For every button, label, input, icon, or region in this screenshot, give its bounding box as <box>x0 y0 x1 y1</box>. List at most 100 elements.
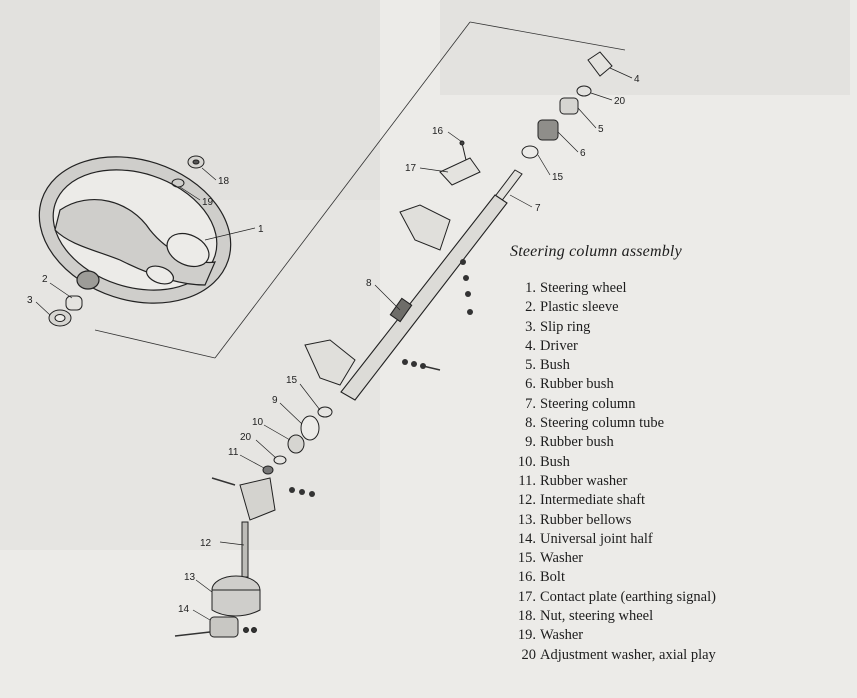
callout-20: 20 <box>614 96 626 107</box>
legend-item: 4.Driver <box>510 337 850 356</box>
legend-label: Washer <box>540 627 584 644</box>
legend-item: 8.Steering column tube <box>510 414 850 433</box>
mounting-bracket <box>304 204 451 386</box>
legend-num: 16. <box>517 569 536 586</box>
callout-8: 8 <box>366 278 372 289</box>
callout-3: 3 <box>27 295 33 306</box>
legend-num: 12. <box>517 492 536 509</box>
legend-label: Plastic sleeve <box>540 299 619 316</box>
callout-9: 9 <box>272 395 278 406</box>
legend-num: 9. <box>525 434 536 451</box>
steering-wheel <box>38 156 232 304</box>
legend-num: 17. <box>517 588 536 605</box>
bush-lower <box>287 434 305 454</box>
legend-item: 7.Steering column <box>510 395 850 414</box>
legend-item: 11.Rubber washer <box>510 472 850 491</box>
legend-num: 7. <box>525 395 536 412</box>
legend-label: Rubber bush <box>540 376 614 393</box>
callout-18: 18 <box>218 176 230 187</box>
bleed-block <box>440 0 850 95</box>
adjustment-washer <box>576 85 592 97</box>
plastic-sleeve <box>65 295 83 311</box>
bleed-block <box>0 0 380 200</box>
legend-item: 14.Universal joint half <box>510 530 850 549</box>
legend-label: Rubber washer <box>540 472 628 489</box>
steering-wheel-nut <box>187 155 205 169</box>
legend-item: 1.Steering wheel <box>510 279 850 298</box>
callout-12: 12 <box>200 538 212 549</box>
callout-leaders <box>35 67 633 621</box>
legend-label: Adjustment washer, axial play <box>540 646 716 663</box>
legend-num: 20 <box>521 646 537 663</box>
legend-item: 13.Rubber bellows <box>510 511 850 530</box>
legend-num: 18. <box>517 608 536 625</box>
legend-label: Nut, steering wheel <box>540 608 654 625</box>
exploded-guide-lines <box>94 21 626 359</box>
legend: Steering column assembly 1.Steering whee… <box>510 243 850 665</box>
callout-16: 16 <box>432 126 444 137</box>
driver <box>587 51 613 77</box>
legend-item: 18.Nut, steering wheel <box>510 607 850 626</box>
legend-item: 2.Plastic sleeve <box>510 298 850 317</box>
legend-num: 10. <box>517 453 536 470</box>
washer-lower <box>273 406 333 465</box>
legend-num: 4. <box>525 337 536 354</box>
legend-label: Bolt <box>540 569 565 586</box>
callout-1: 1 <box>258 224 264 235</box>
legend-item: 19.Washer <box>510 626 850 645</box>
rubber-bush-lower <box>300 415 320 441</box>
legend-label: Slip ring <box>540 318 591 335</box>
legend-item: 3.Slip ring <box>510 318 850 337</box>
rubber-bellows <box>211 575 261 617</box>
legend-label: Bush <box>540 357 570 374</box>
callout-10: 10 <box>252 417 264 428</box>
legend-item: 10.Bush <box>510 453 850 472</box>
legend-label: Driver <box>540 337 578 354</box>
callout-4: 4 <box>634 74 640 85</box>
washer <box>171 178 185 188</box>
fastener-bolts <box>211 477 315 497</box>
legend-num: 5. <box>525 357 536 374</box>
legend-label: Steering column <box>540 395 636 412</box>
callout-17: 17 <box>405 163 417 174</box>
fastener-bolts <box>402 259 473 371</box>
legend-label: Steering column tube <box>540 415 665 432</box>
callout-7: 7 <box>535 203 541 214</box>
callout-20-lower: 20 <box>240 432 252 443</box>
callout-15-lower: 15 <box>286 375 298 386</box>
callout-2: 2 <box>42 274 48 285</box>
legend-item: 5.Bush <box>510 356 850 375</box>
legend-item: 16.Bolt <box>510 568 850 587</box>
callout-5: 5 <box>598 124 604 135</box>
callout-19: 19 <box>202 197 214 208</box>
legend-label: Intermediate shaft <box>540 492 646 509</box>
callout-labels: 1 2 3 4 20 5 6 15 7 8 15 9 10 20 11 12 1… <box>27 74 640 615</box>
legend-label: Contact plate (earthing signal) <box>540 588 716 605</box>
legend-num: 13. <box>517 511 536 528</box>
legend-num: 15. <box>517 550 536 567</box>
callout-15: 15 <box>552 172 564 183</box>
legend-label: Bush <box>540 453 570 470</box>
legend-num: 6. <box>525 376 536 393</box>
legend-item: 17.Contact plate (earthing signal) <box>510 588 850 607</box>
callout-13: 13 <box>184 572 196 583</box>
legend-num: 2. <box>525 299 536 316</box>
legend-num: 8. <box>525 415 536 432</box>
legend-item: 9.Rubber bush <box>510 433 850 452</box>
slip-ring <box>48 309 72 327</box>
legend-label: Universal joint half <box>540 530 653 547</box>
contact-plate <box>439 157 481 186</box>
legend-num: 19. <box>517 627 536 644</box>
universal-joint-half <box>174 616 257 638</box>
legend-num: 14. <box>517 530 536 547</box>
bush <box>559 97 579 115</box>
rubber-bush <box>537 119 559 141</box>
legend-num: 1. <box>525 280 536 296</box>
legend-item: 15.Washer <box>510 549 850 568</box>
legend-label: Rubber bush <box>540 434 614 451</box>
bolt <box>459 140 467 161</box>
callout-11: 11 <box>228 447 239 458</box>
callout-14: 14 <box>178 604 190 615</box>
